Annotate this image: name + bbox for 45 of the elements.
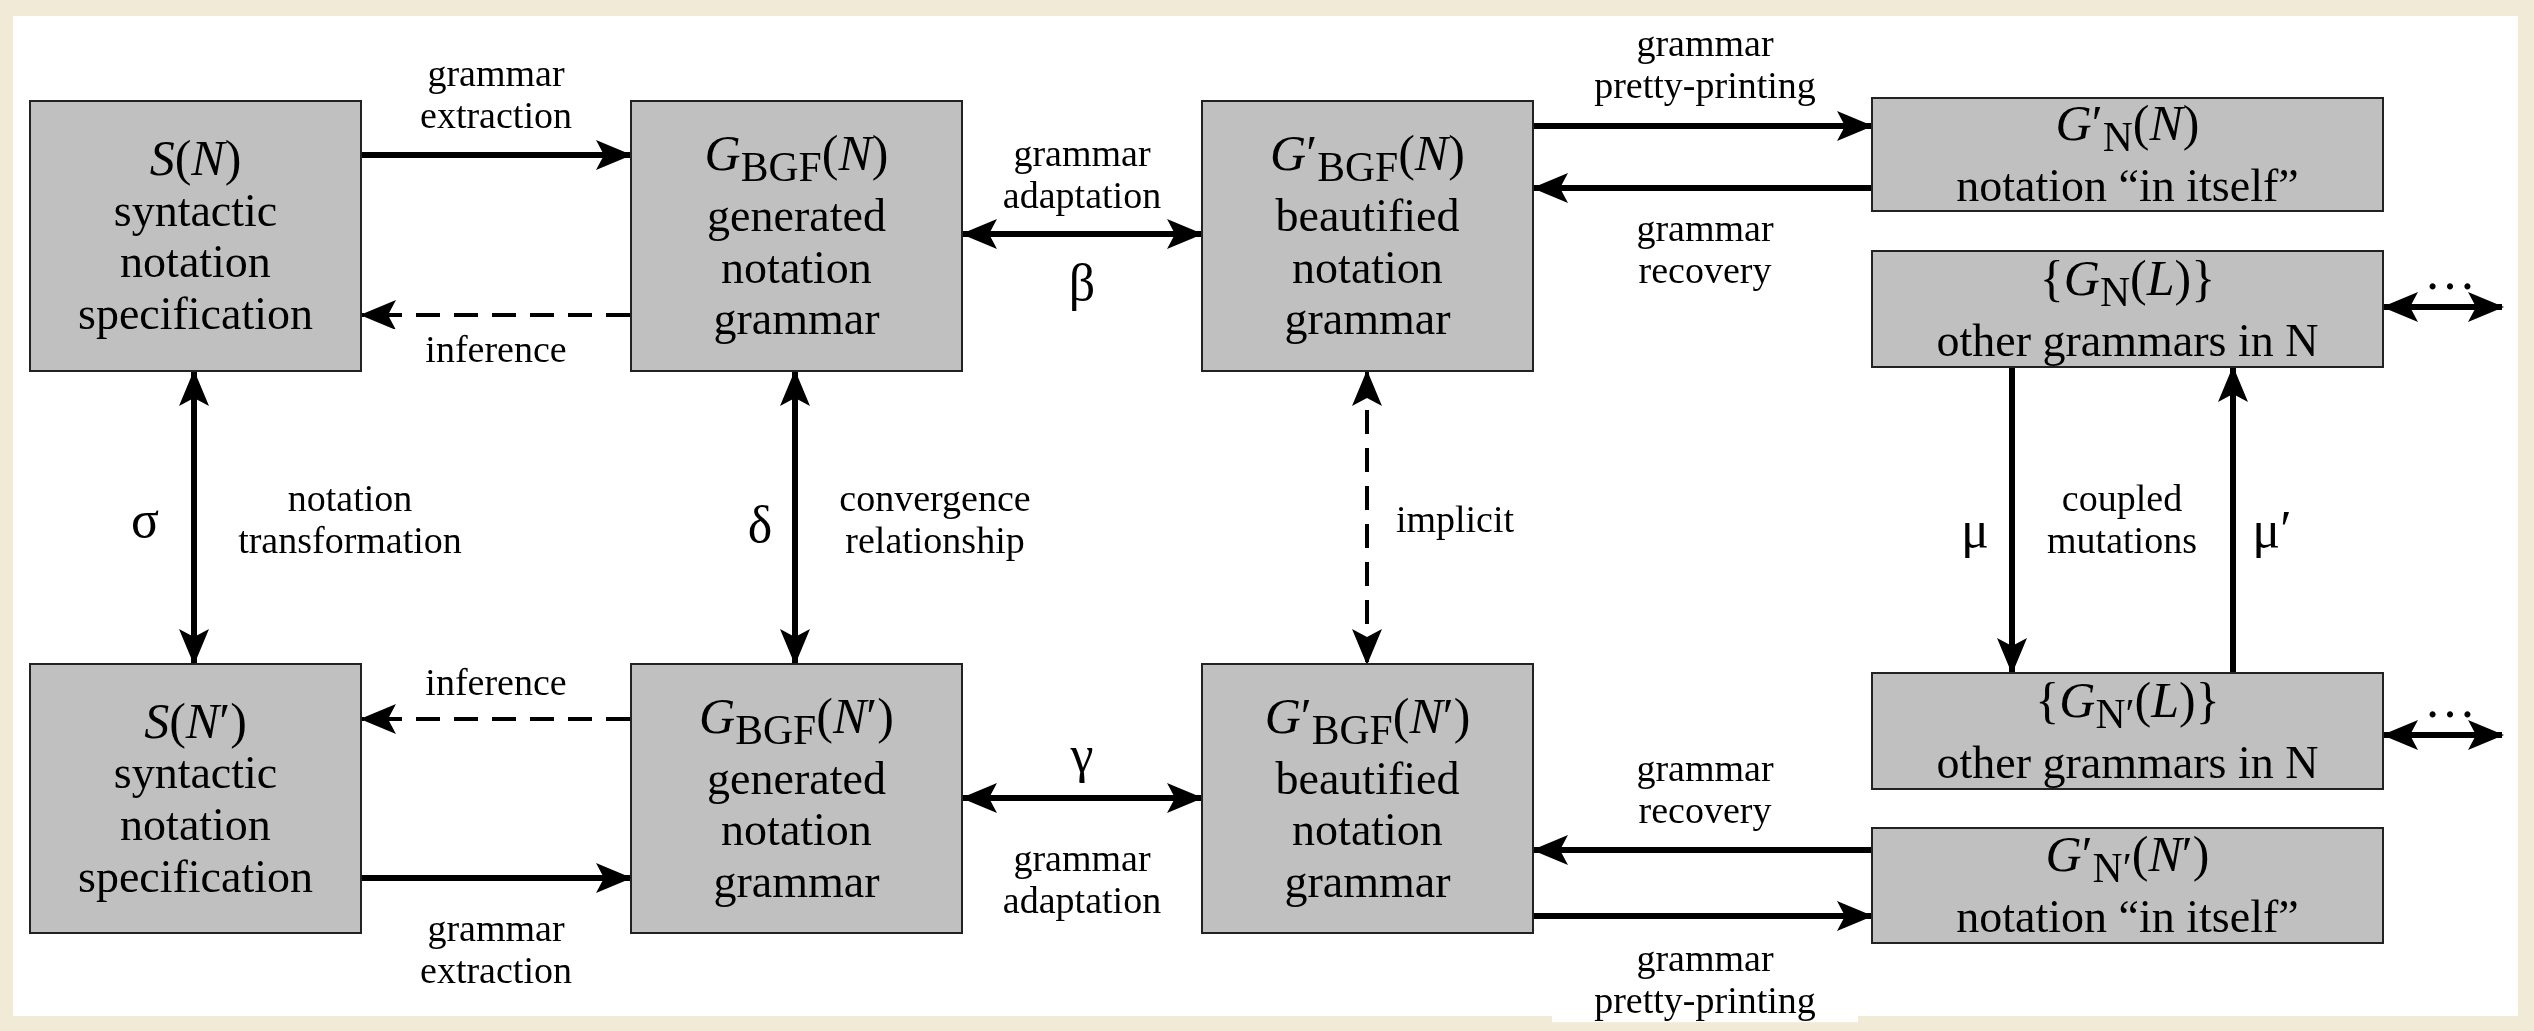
node-description: beautified notation grammar [1274, 752, 1461, 908]
formula: {G$_{N′}$(L)} [2035, 673, 2220, 737]
symbol-label: δ [746, 496, 774, 554]
notation-box [1201, 100, 1534, 372]
notation-box [1871, 250, 2384, 368]
formula: G$_{BGF}$(N) [704, 127, 889, 191]
edge-label: μ′ [2251, 501, 2293, 559]
edge-label: … [2423, 243, 2477, 301]
notation-box [1871, 97, 2384, 212]
node-description: generated notation grammar [706, 752, 887, 908]
symbol-label: γ [1069, 726, 1095, 784]
formula: S(N) [149, 132, 242, 185]
node-description: notation “in itself” [1956, 891, 2299, 943]
notation-box [630, 100, 963, 372]
notation-box [1871, 672, 2384, 790]
arrow [362, 863, 632, 893]
notation-box [1871, 827, 2384, 944]
formula: G$_{BGF}$(N′) [699, 689, 894, 753]
arrow [179, 370, 209, 665]
formula: G′$_{N}$(N) [2055, 97, 2200, 161]
formula: S(N′) [144, 694, 247, 748]
edge-label: … [2423, 671, 2477, 729]
arrow [2218, 366, 2248, 672]
formula: G′$_{BGF}$(N′) [1264, 689, 1471, 753]
arrow [362, 140, 632, 170]
symbol-label: σ [130, 491, 160, 549]
node-description: other grammars in N [1936, 314, 2319, 367]
notation-box [29, 663, 362, 934]
formula: G′$_{N′}$(N′) [2045, 828, 2210, 892]
node-description: notation “in itself” [1956, 160, 2299, 212]
node-description: generated notation grammar [706, 190, 887, 345]
arrow [780, 370, 810, 665]
formula: {G$_{N}$(L)} [2039, 251, 2216, 315]
dashed-arrow [1352, 370, 1382, 665]
notation-box [29, 100, 362, 372]
arrow [1997, 368, 2027, 674]
notation-box [1201, 663, 1534, 934]
arrow [1534, 111, 1873, 141]
arrow [1534, 901, 1873, 931]
formula: G′$_{BGF}$(N) [1270, 127, 1465, 191]
node-description: other grammars in N [1936, 736, 2319, 789]
symbol-label: β [1067, 254, 1097, 312]
node-description: beautified notation grammar [1274, 190, 1461, 345]
notation-box [630, 663, 963, 934]
edge-label: μ [1960, 501, 1990, 559]
